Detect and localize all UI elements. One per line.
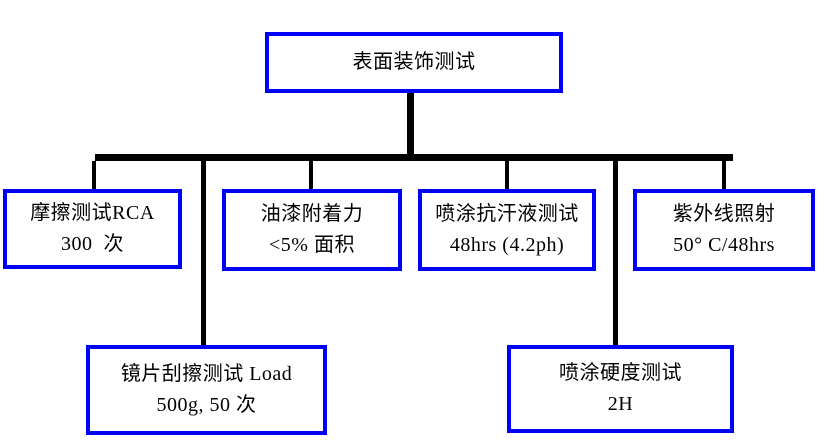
node-uv-irradiation: 紫外线照射 50° C/48hrs	[633, 189, 815, 271]
connector-drop-friction-test	[92, 161, 96, 190]
node-subline: 50° C/48hrs	[673, 234, 775, 256]
node-label: 喷涂硬度测试	[559, 362, 682, 384]
node-paint-adhesion: 油漆附着力 <5% 面积	[222, 189, 402, 271]
node-surface-decoration-test: 表面装饰测试	[265, 32, 563, 93]
node-lens-scratch-test: 镜片刮擦测试 Load 500g, 50 次	[86, 345, 327, 435]
connector-root-stem	[407, 91, 414, 158]
node-spray-hardness-test: 喷涂硬度测试 2H	[507, 345, 734, 433]
node-subline: 300 次	[61, 233, 124, 255]
node-spray-sweat-resistance-test: 喷涂抗汗液测试 48hrs (4.2ph)	[418, 189, 596, 271]
connector-drop-sweat-test	[505, 161, 509, 190]
connector-drop-paint-adhesion	[309, 161, 313, 190]
node-subline: 500g, 50 次	[156, 394, 257, 416]
node-subline: 2H	[607, 393, 634, 415]
connector-drop-lens-scratch-test	[201, 161, 206, 346]
connector-drop-uv-test	[722, 161, 726, 190]
node-label: 喷涂抗汗液测试	[435, 203, 579, 225]
node-subline: <5% 面积	[269, 234, 355, 256]
connector-drop-hardness-test	[613, 161, 618, 346]
node-label: 摩擦测试RCA	[30, 202, 155, 224]
node-subline: 48hrs (4.2ph)	[449, 234, 565, 256]
connector-horizontal-bus	[95, 154, 733, 161]
node-label: 油漆附着力	[260, 203, 364, 225]
node-friction-test-rca: 摩擦测试RCA 300 次	[3, 189, 182, 269]
node-label: 紫外线照射	[672, 203, 776, 225]
node-label: 表面装饰测试	[352, 51, 476, 73]
node-label: 镜片刮擦测试 Load	[120, 363, 293, 385]
